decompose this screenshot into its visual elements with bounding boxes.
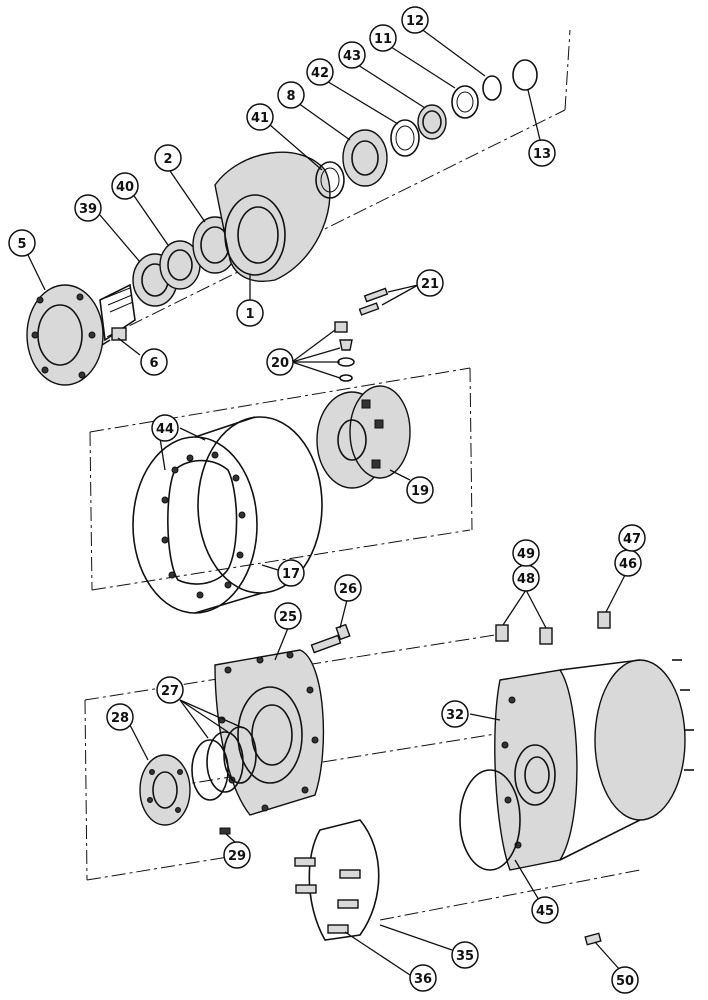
gear-hub bbox=[494, 659, 694, 871]
svg-text:35: 35 bbox=[456, 949, 474, 964]
ring-43 bbox=[417, 104, 447, 140]
callout-50: 50 bbox=[611, 966, 639, 994]
callout-27: 27 bbox=[156, 676, 184, 704]
callout-47: 47 bbox=[618, 524, 646, 552]
callout-40: 40 bbox=[111, 172, 139, 200]
callout-25: 25 bbox=[274, 602, 302, 630]
callout-29: 29 bbox=[223, 841, 251, 869]
svg-text:2: 2 bbox=[163, 152, 172, 167]
callout-42: 42 bbox=[306, 58, 334, 86]
svg-text:46: 46 bbox=[619, 557, 637, 572]
svg-text:50: 50 bbox=[616, 974, 634, 989]
callout-8: 8 bbox=[277, 81, 305, 109]
brake-cylinder bbox=[139, 754, 191, 826]
callout-13: 13 bbox=[528, 139, 556, 167]
svg-text:41: 41 bbox=[251, 111, 269, 126]
seal-ring-41 bbox=[315, 161, 345, 199]
spring-pin bbox=[219, 827, 231, 835]
callout-11: 11 bbox=[369, 24, 397, 52]
svg-text:45: 45 bbox=[536, 904, 554, 919]
callout-32: 32 bbox=[441, 700, 469, 728]
svg-text:44: 44 bbox=[156, 422, 174, 437]
svg-text:13: 13 bbox=[533, 147, 551, 162]
svg-text:43: 43 bbox=[343, 49, 361, 64]
cover-plate bbox=[308, 819, 380, 941]
callout-45: 45 bbox=[531, 896, 559, 924]
bearing-8 bbox=[342, 129, 388, 187]
callout-6: 6 bbox=[140, 348, 168, 376]
motor-housing-ring bbox=[132, 416, 323, 614]
centerlines bbox=[39, 29, 641, 921]
svg-text:39: 39 bbox=[79, 202, 97, 217]
svg-text:48: 48 bbox=[517, 572, 535, 587]
leader-lines bbox=[27, 27, 626, 976]
svg-text:27: 27 bbox=[161, 684, 179, 699]
ring-11 bbox=[451, 85, 479, 119]
fill-plugs bbox=[495, 611, 611, 645]
svg-text:12: 12 bbox=[406, 14, 424, 29]
hub-housing bbox=[214, 151, 331, 282]
flange-bolt bbox=[101, 327, 127, 346]
svg-text:28: 28 bbox=[111, 711, 129, 726]
callout-2: 2 bbox=[154, 144, 182, 172]
callout-49: 49 bbox=[512, 539, 540, 567]
callout-26: 26 bbox=[334, 574, 362, 602]
drain-plug bbox=[584, 932, 602, 946]
callout-41: 41 bbox=[246, 103, 274, 131]
callout-36: 36 bbox=[409, 964, 437, 992]
callout-35: 35 bbox=[451, 941, 479, 969]
callout-17: 17 bbox=[277, 559, 305, 587]
svg-text:17: 17 bbox=[282, 567, 300, 582]
cover-bolts bbox=[294, 857, 361, 934]
callout-44: 44 bbox=[151, 414, 179, 442]
callout-1: 1 bbox=[236, 299, 264, 327]
o-ring bbox=[459, 769, 521, 871]
snap-ring-13 bbox=[512, 59, 538, 91]
callout-19: 19 bbox=[406, 476, 434, 504]
callout-12: 12 bbox=[401, 6, 429, 34]
drive-flange bbox=[26, 283, 136, 386]
callout-21: 21 bbox=[416, 269, 444, 297]
svg-text:47: 47 bbox=[623, 532, 641, 547]
callout-39: 39 bbox=[74, 194, 102, 222]
callout-5: 5 bbox=[8, 229, 36, 257]
callout-46: 46 bbox=[614, 549, 642, 577]
ring-42 bbox=[390, 119, 420, 157]
svg-text:21: 21 bbox=[421, 277, 439, 292]
svg-text:42: 42 bbox=[311, 66, 329, 81]
svg-text:5: 5 bbox=[17, 237, 26, 252]
callout-43: 43 bbox=[338, 41, 366, 69]
svg-text:40: 40 bbox=[116, 180, 134, 195]
cover-bolt bbox=[310, 623, 351, 654]
svg-text:11: 11 bbox=[374, 32, 392, 47]
svg-text:1: 1 bbox=[245, 307, 254, 322]
svg-text:29: 29 bbox=[228, 849, 246, 864]
svg-text:26: 26 bbox=[339, 582, 357, 597]
svg-text:20: 20 bbox=[271, 356, 289, 371]
svg-text:32: 32 bbox=[446, 708, 464, 723]
svg-text:6: 6 bbox=[149, 356, 158, 371]
dowel-pins bbox=[358, 287, 389, 316]
callout-28: 28 bbox=[106, 703, 134, 731]
valve-plug-parts bbox=[334, 321, 355, 382]
svg-text:25: 25 bbox=[279, 610, 297, 625]
rotor-assembly bbox=[316, 385, 411, 489]
snap-ring-12 bbox=[482, 75, 502, 101]
callout-48: 48 bbox=[512, 564, 540, 592]
svg-text:8: 8 bbox=[286, 89, 295, 104]
svg-text:36: 36 bbox=[414, 972, 432, 987]
svg-text:49: 49 bbox=[517, 547, 535, 562]
callout-20: 20 bbox=[266, 348, 294, 376]
svg-text:19: 19 bbox=[411, 484, 429, 499]
